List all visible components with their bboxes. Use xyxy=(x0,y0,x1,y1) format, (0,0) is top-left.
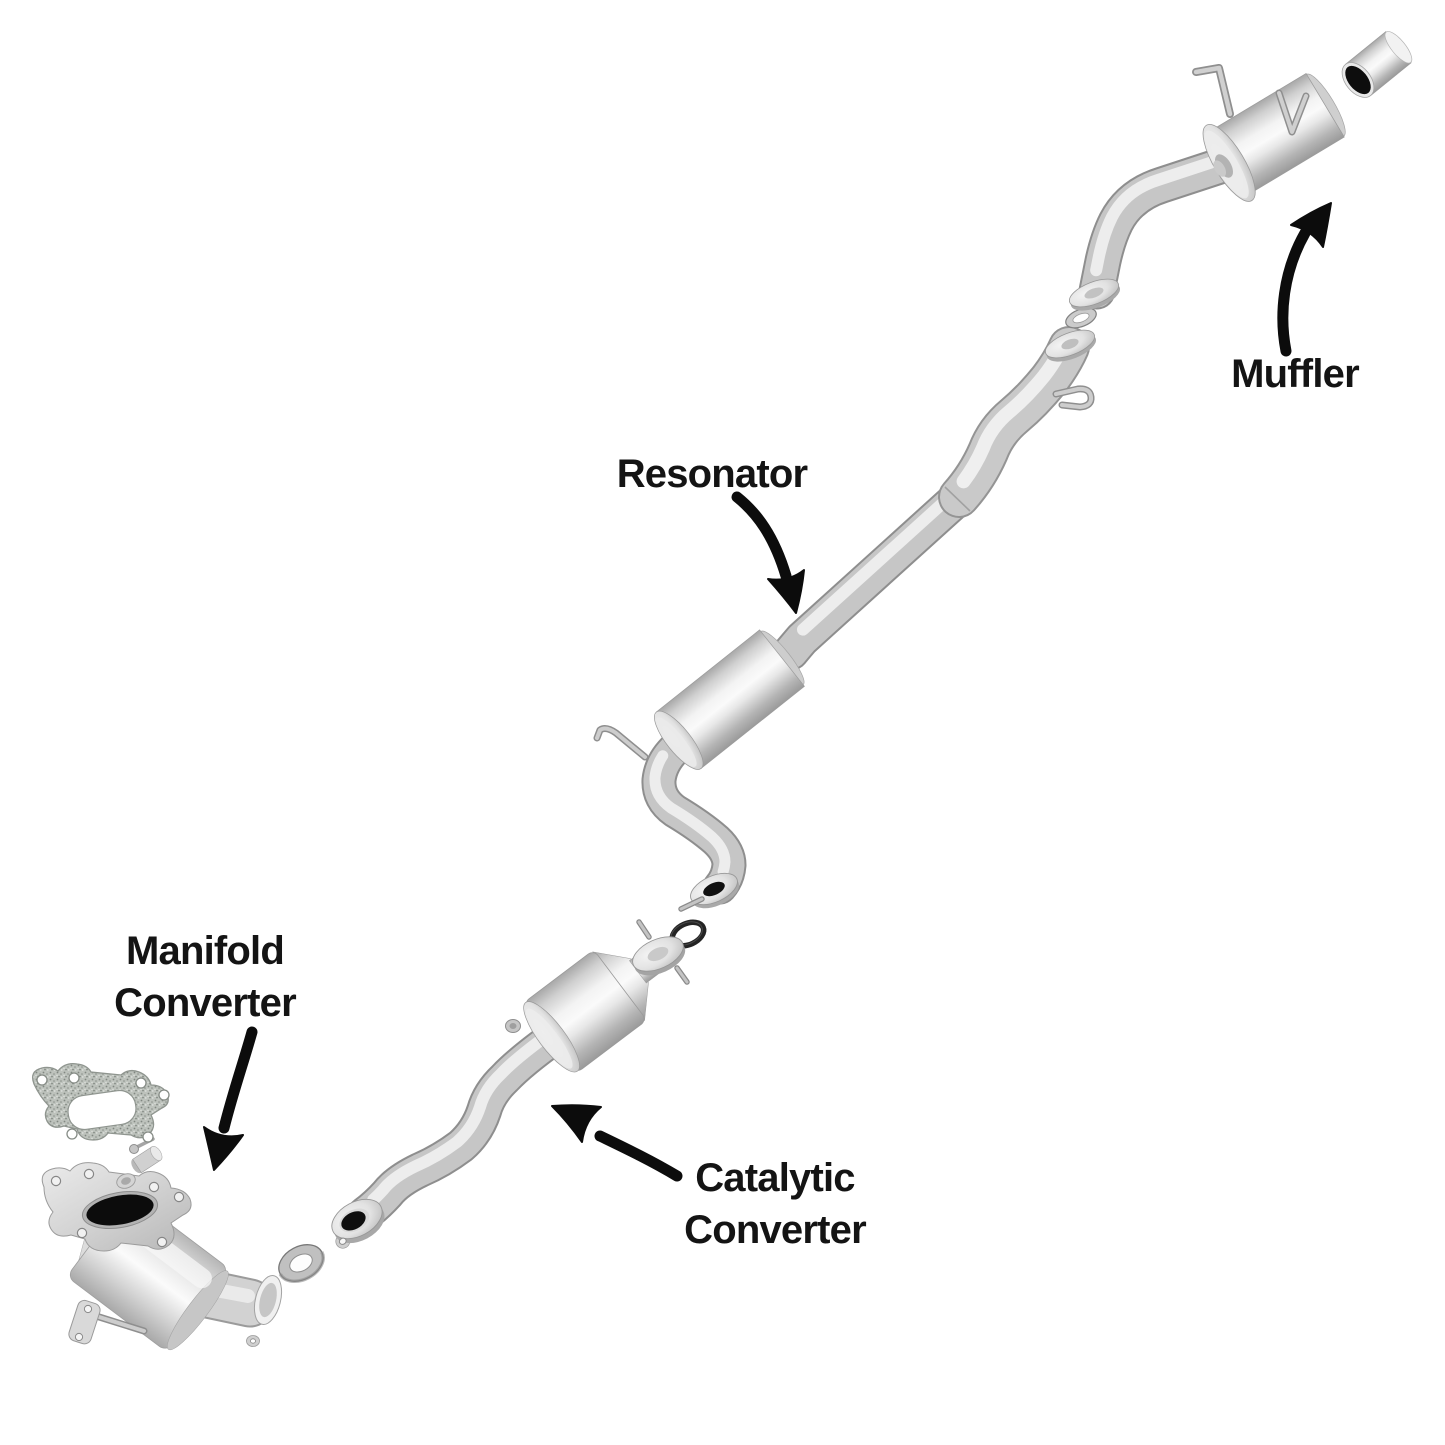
label-line: Catalytic xyxy=(695,1156,855,1200)
label-manifold-converter: Manifold Converter xyxy=(105,925,305,1029)
oxygen-sensor-boss xyxy=(505,1019,521,1033)
gasket-bolt-holes xyxy=(36,1072,170,1143)
connector-flange xyxy=(678,872,740,912)
intermediate-pipe xyxy=(786,343,1069,652)
manifold-converter-arrow xyxy=(203,1026,258,1171)
manifold-inlet-opening xyxy=(81,1191,159,1229)
front-pipe-flange xyxy=(331,1198,385,1249)
label-line: Converter xyxy=(114,981,297,1025)
manifold-bracket xyxy=(68,1299,148,1345)
front-pipe xyxy=(361,1032,556,1214)
label-line: Converter xyxy=(684,1208,867,1252)
sensor-boss xyxy=(116,1173,136,1189)
catalytic-converter-arrow xyxy=(551,1104,683,1182)
slip-joint-sleeve xyxy=(945,343,1069,511)
pipe-hanger-hook xyxy=(1052,385,1095,411)
donut-gasket xyxy=(278,1244,325,1283)
air-port-stub xyxy=(131,1146,163,1174)
label-catalytic-converter: Catalytic Converter xyxy=(675,1152,875,1256)
annotation-arrows xyxy=(203,202,1332,1182)
catalytic-converter-flange xyxy=(632,919,690,985)
resonator-body xyxy=(654,629,805,770)
lower-flange xyxy=(1045,329,1097,362)
resonator-hanger-rod xyxy=(593,725,649,761)
manifold-converter xyxy=(41,1137,283,1351)
manifold-gasket xyxy=(31,1063,170,1143)
resonator-arrow xyxy=(731,491,805,614)
label-resonator: Resonator xyxy=(616,452,808,496)
muffler-assembly xyxy=(1192,64,1346,202)
muffler-body xyxy=(1202,72,1346,202)
label-muffler: Muffler xyxy=(1231,352,1360,396)
muffler-arrow xyxy=(1277,202,1332,357)
pipe-flange-joint xyxy=(1045,278,1121,362)
catalytic-converter-body xyxy=(505,945,666,1073)
manifold-bolt-holes xyxy=(50,1168,185,1248)
label-line: Manifold xyxy=(125,929,285,973)
tail-pipe xyxy=(1093,159,1226,291)
exhaust-tip xyxy=(1341,31,1413,98)
upper-flange xyxy=(1069,278,1121,311)
